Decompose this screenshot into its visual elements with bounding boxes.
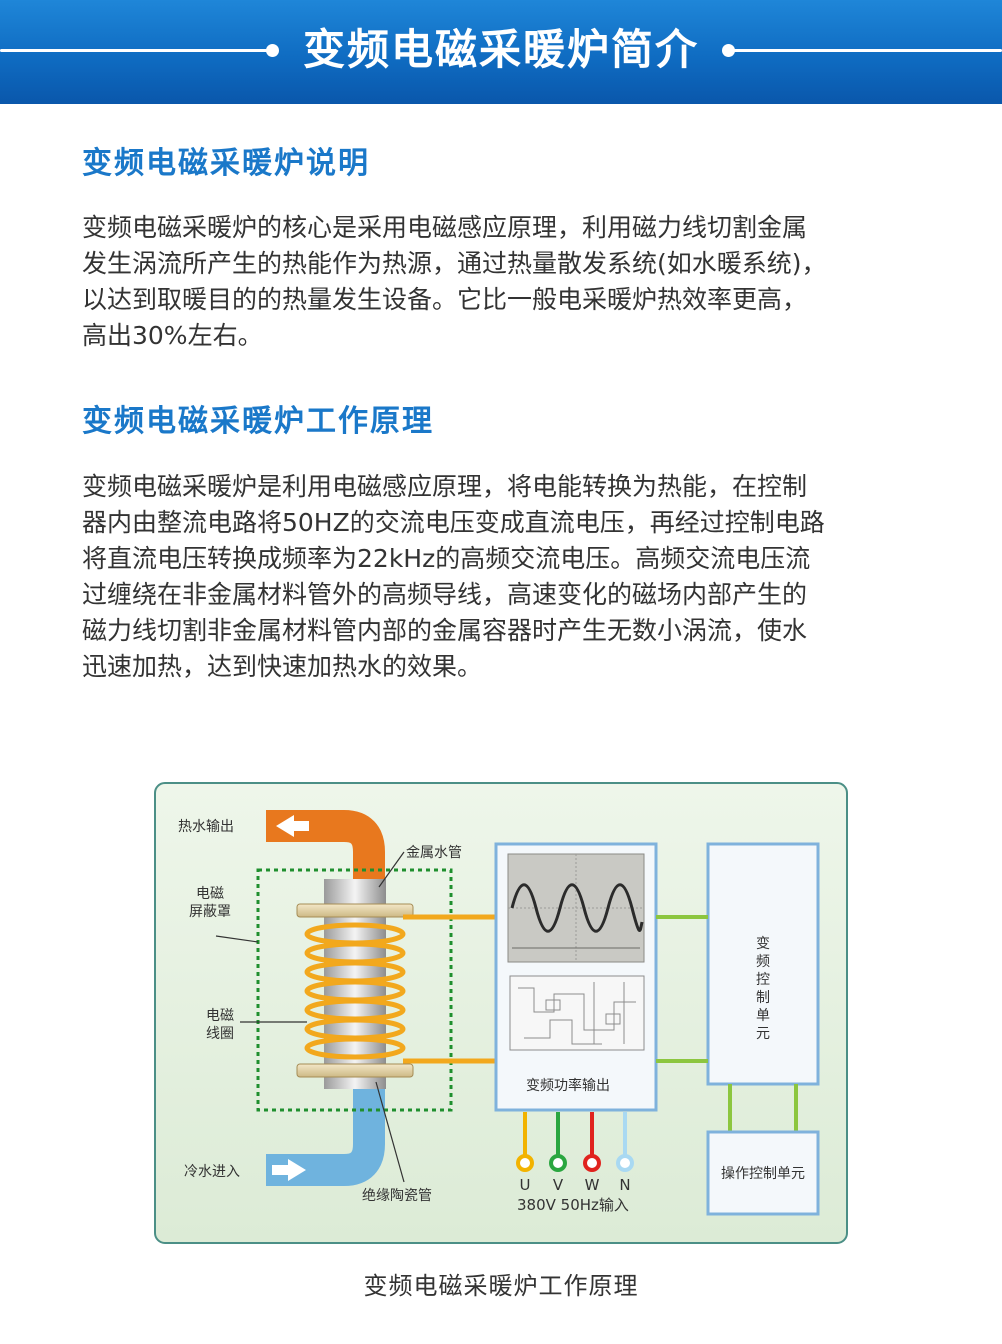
coil-plate-top — [296, 903, 414, 918]
label-shield-line1: 电磁 — [196, 886, 224, 902]
header-dot-right — [722, 44, 735, 57]
label-operation-unit: 操作控制单元 — [721, 1166, 805, 1182]
label-control-unit-vertical: 变频控制单元 — [756, 936, 770, 1042]
leader-metal-pipe — [378, 851, 405, 888]
leader-shield — [215, 935, 259, 943]
paragraph-line: 迅速加热，达到快速加热水的效果。 — [82, 652, 483, 681]
hot-water-pipe — [266, 810, 385, 897]
label-hot-water-out: 热水输出 — [178, 819, 234, 835]
label-control-unit: 变频控制单元 — [756, 936, 770, 1042]
label-power-output: 变频功率输出 — [526, 1077, 610, 1094]
terminal-ring-n — [616, 1154, 634, 1172]
section-paragraph-principle: 变频电磁采暖炉是利用电磁感应原理，将电能转换为热能，在控制 器内由整流电路将50… — [82, 469, 922, 685]
header-rule-right — [730, 49, 1002, 52]
paragraph-line: 器内由整流电路将50HZ的交流电压变成直流电压，再经过控制电路 — [82, 508, 825, 537]
label-shield-line2: 屏蔽罩 — [189, 904, 231, 920]
terminal-ring-w — [583, 1154, 601, 1172]
label-metal-pipe: 金属水管 — [406, 845, 462, 861]
paragraph-line: 高出30%左右。 — [82, 321, 263, 350]
terminal-ring-u — [516, 1154, 534, 1172]
terminal-ring-v — [549, 1154, 567, 1172]
cold-water-pipe — [266, 1087, 385, 1186]
paragraph-line: 磁力线切割非金属材料管内部的金属容器时产生无数小涡流，使水 — [82, 616, 808, 645]
section-title-description: 变频电磁采暖炉说明 — [82, 146, 370, 181]
terminal-label-w: W — [585, 1176, 600, 1194]
control-unit-box — [706, 842, 820, 1086]
paragraph-line: 变频电磁采暖炉的核心是采用电磁感应原理，利用磁力线切割金属 — [82, 213, 808, 242]
label-coil-line1: 电磁 — [206, 1008, 234, 1024]
coil-plate-bottom — [296, 1063, 414, 1078]
label-ceramic-pipe: 绝缘陶瓷管 — [362, 1188, 432, 1204]
page-title: 变频电磁采暖炉简介 — [302, 25, 699, 74]
cold-water-arrow-icon — [272, 1159, 306, 1181]
section-title-principle: 变频电磁采暖炉工作原理 — [82, 404, 434, 439]
terminal-label-u: U — [520, 1176, 531, 1194]
terminal-label-v: V — [553, 1176, 564, 1194]
paragraph-line: 发生涡流所产生的热能作为热源，通过热量散发系统(如水暖系统)， — [82, 249, 827, 278]
paragraph-line: 变频电磁采暖炉是利用电磁感应原理，将电能转换为热能，在控制 — [82, 472, 808, 501]
circuit-schematic — [509, 975, 645, 1051]
label-coil-line2: 线圈 — [206, 1026, 234, 1042]
label-input-spec: 380V 50Hz输入 — [517, 1196, 629, 1214]
label-cold-water-in: 冷水进入 — [184, 1164, 240, 1180]
header-banner: 变频电磁采暖炉简介 — [0, 0, 1002, 104]
hot-water-arrow-icon — [276, 815, 309, 837]
diagram-svg: 热水输出 电磁 屏蔽罩 电磁 线圈 冷水进入 金属水管 绝缘陶瓷管 — [154, 782, 848, 1244]
terminal-label-n: N — [619, 1176, 630, 1194]
induction-coil — [304, 922, 406, 1060]
header-dot-left — [266, 44, 279, 57]
header-rule-left — [0, 49, 270, 52]
paragraph-line: 过缠绕在非金属材料管外的高频导线，高速变化的磁场内部产生的 — [82, 580, 808, 609]
principle-diagram: 热水输出 电磁 屏蔽罩 电磁 线圈 冷水进入 金属水管 绝缘陶瓷管 — [154, 782, 848, 1244]
operation-unit-box — [706, 1130, 820, 1216]
section-paragraph-description: 变频电磁采暖炉的核心是采用电磁感应原理，利用磁力线切割金属 发生涡流所产生的热能… — [82, 210, 922, 354]
oscilloscope-screen — [507, 853, 645, 963]
paragraph-line: 将直流电压转换成频率为22kHz的高频交流电压。高频交流电压流 — [82, 544, 811, 573]
electromagnetic-shield — [256, 868, 453, 1112]
diagram-caption: 变频电磁采暖炉工作原理 — [363, 1272, 639, 1300]
paragraph-line: 以达到取暖目的的热量发生设备。它比一般电采暖炉热效率更高， — [82, 285, 808, 314]
leader-ceramic-pipe — [375, 1081, 405, 1183]
